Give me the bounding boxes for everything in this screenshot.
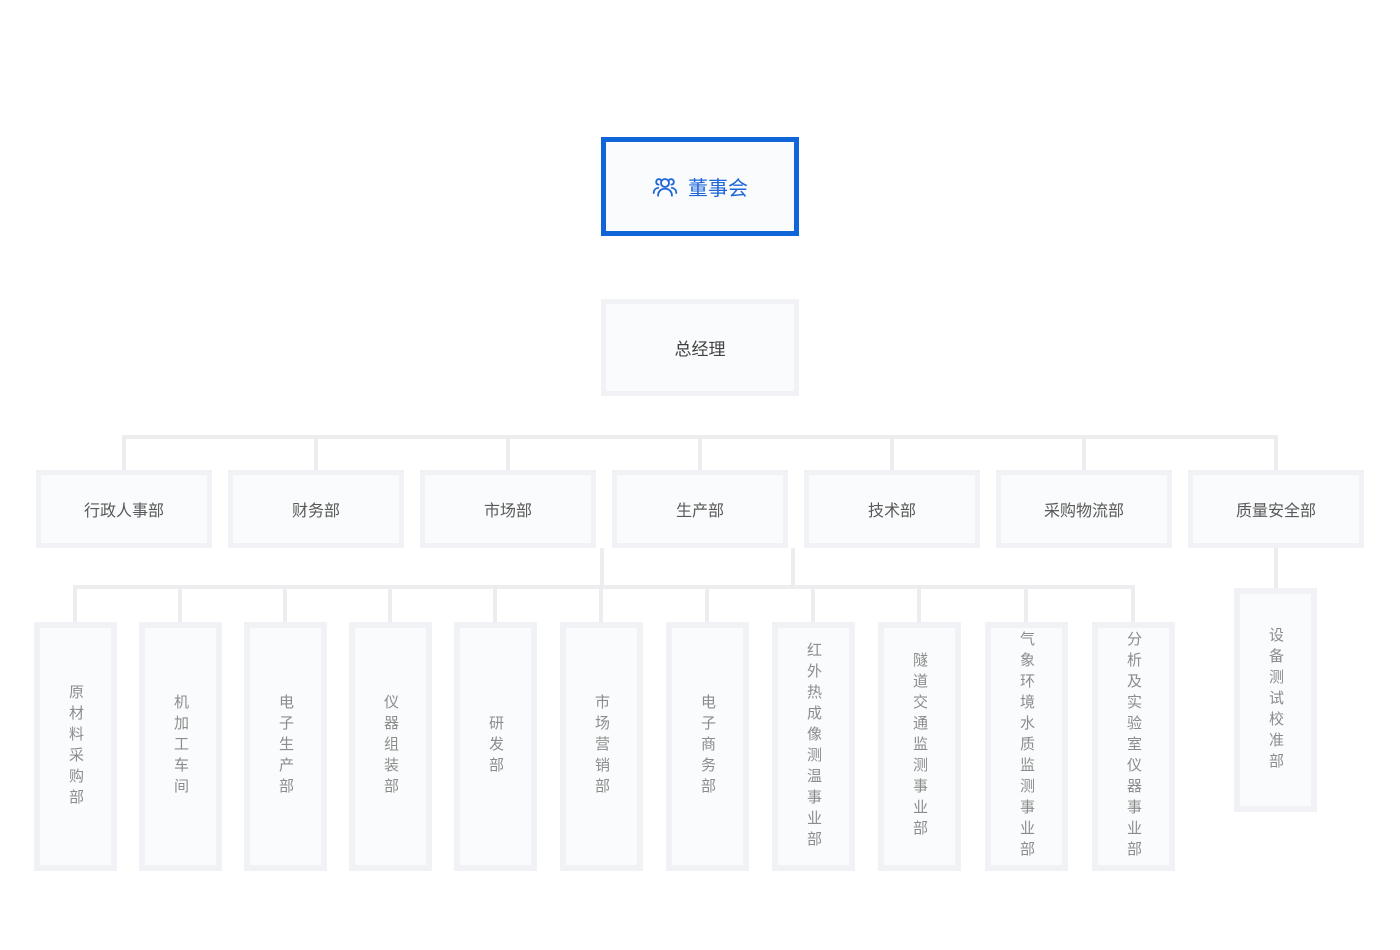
connector-stub: [811, 585, 815, 622]
org-node-subunit-raw-material[interactable]: 原材料采购部: [34, 622, 117, 871]
org-node-label: 分析及实验室仪器事业部: [1125, 631, 1142, 862]
org-node-label: 原材料采购部: [67, 683, 84, 810]
org-node-label: 电子商务部: [699, 694, 716, 799]
org-node-dept-production[interactable]: 生产部: [612, 470, 788, 548]
org-node-subunit-electronics-production[interactable]: 电子生产部: [244, 622, 327, 871]
connector-stub: [599, 585, 603, 622]
org-node-label: 行政人事部: [83, 503, 164, 520]
org-node-subunit-lab-instruments[interactable]: 分析及实验室仪器事业部: [1092, 622, 1175, 871]
org-node-label: 市场部: [483, 503, 532, 520]
connector-stub: [314, 435, 318, 470]
org-node-board[interactable]: 董事会: [601, 137, 799, 236]
team-icon: [652, 174, 678, 200]
org-node-label: 董事会: [688, 178, 748, 200]
org-node-label: 市场营销部: [593, 694, 610, 799]
org-node-label: 仪器组装部: [382, 694, 399, 799]
connector-subunits-hline: [73, 585, 1135, 589]
org-node-label: 财务部: [291, 503, 340, 520]
org-node-dept-finance[interactable]: 财务部: [228, 470, 404, 548]
connector-stub: [73, 585, 77, 622]
connector-stub: [1274, 435, 1278, 470]
org-node-label: 采购物流部: [1043, 503, 1124, 520]
connector-stub: [698, 435, 702, 470]
org-node-subunit-infrared-thermal[interactable]: 红外热成像测温事业部: [772, 622, 855, 871]
org-node-label: 机加工车间: [172, 694, 189, 799]
connector-stub: [705, 585, 709, 622]
connector-stub: [1082, 435, 1086, 470]
org-node-label: 气象环境水质监测事业部: [1018, 631, 1035, 862]
org-node-subunit-machining[interactable]: 机加工车间: [139, 622, 222, 871]
connector-stub: [283, 585, 287, 622]
connector-stub: [122, 435, 126, 470]
org-node-subunit-ecommerce[interactable]: 电子商务部: [666, 622, 749, 871]
connector-stub: [917, 585, 921, 622]
org-node-dept-technology[interactable]: 技术部: [804, 470, 980, 548]
connector-stub: [178, 585, 182, 622]
org-node-label: 生产部: [675, 503, 724, 520]
org-node-general-manager[interactable]: 总经理: [601, 299, 799, 396]
connector-stub: [890, 435, 894, 470]
org-node-subunit-rnd[interactable]: 研发部: [454, 622, 537, 871]
org-node-label: 总经理: [674, 340, 726, 359]
connector-stub: [1131, 585, 1135, 622]
org-node-dept-procurement-logistics[interactable]: 采购物流部: [996, 470, 1172, 548]
org-node-label: 质量安全部: [1235, 503, 1316, 520]
connector-stub: [493, 585, 497, 622]
connector-stub: [506, 435, 510, 470]
org-node-label: 研发部: [487, 715, 504, 778]
org-node-label: 电子生产部: [277, 694, 294, 799]
org-node-subunit-marketing[interactable]: 市场营销部: [560, 622, 643, 871]
org-node-dept-quality-safety[interactable]: 质量安全部: [1188, 470, 1364, 548]
org-node-subunit-equipment-calibration[interactable]: 设备测试校准部: [1234, 588, 1317, 812]
org-node-label: 隧道交通监测事业部: [911, 652, 928, 841]
connector-stub: [388, 585, 392, 622]
org-node-subunit-meteorology-water[interactable]: 气象环境水质监测事业部: [985, 622, 1068, 871]
org-node-dept-market[interactable]: 市场部: [420, 470, 596, 548]
org-node-label: 技术部: [867, 503, 916, 520]
org-node-subunit-tunnel-traffic[interactable]: 隧道交通监测事业部: [878, 622, 961, 871]
connector-stub: [791, 548, 795, 585]
connector-quality-drop: [1274, 548, 1278, 588]
org-node-label: 红外热成像测温事业部: [805, 641, 822, 852]
org-node-dept-hr[interactable]: 行政人事部: [36, 470, 212, 548]
connector-stub: [1024, 585, 1028, 622]
org-node-label: 设备测试校准部: [1267, 626, 1284, 774]
connector-stub: [600, 548, 604, 585]
org-node-subunit-instrument-assembly[interactable]: 仪器组装部: [349, 622, 432, 871]
